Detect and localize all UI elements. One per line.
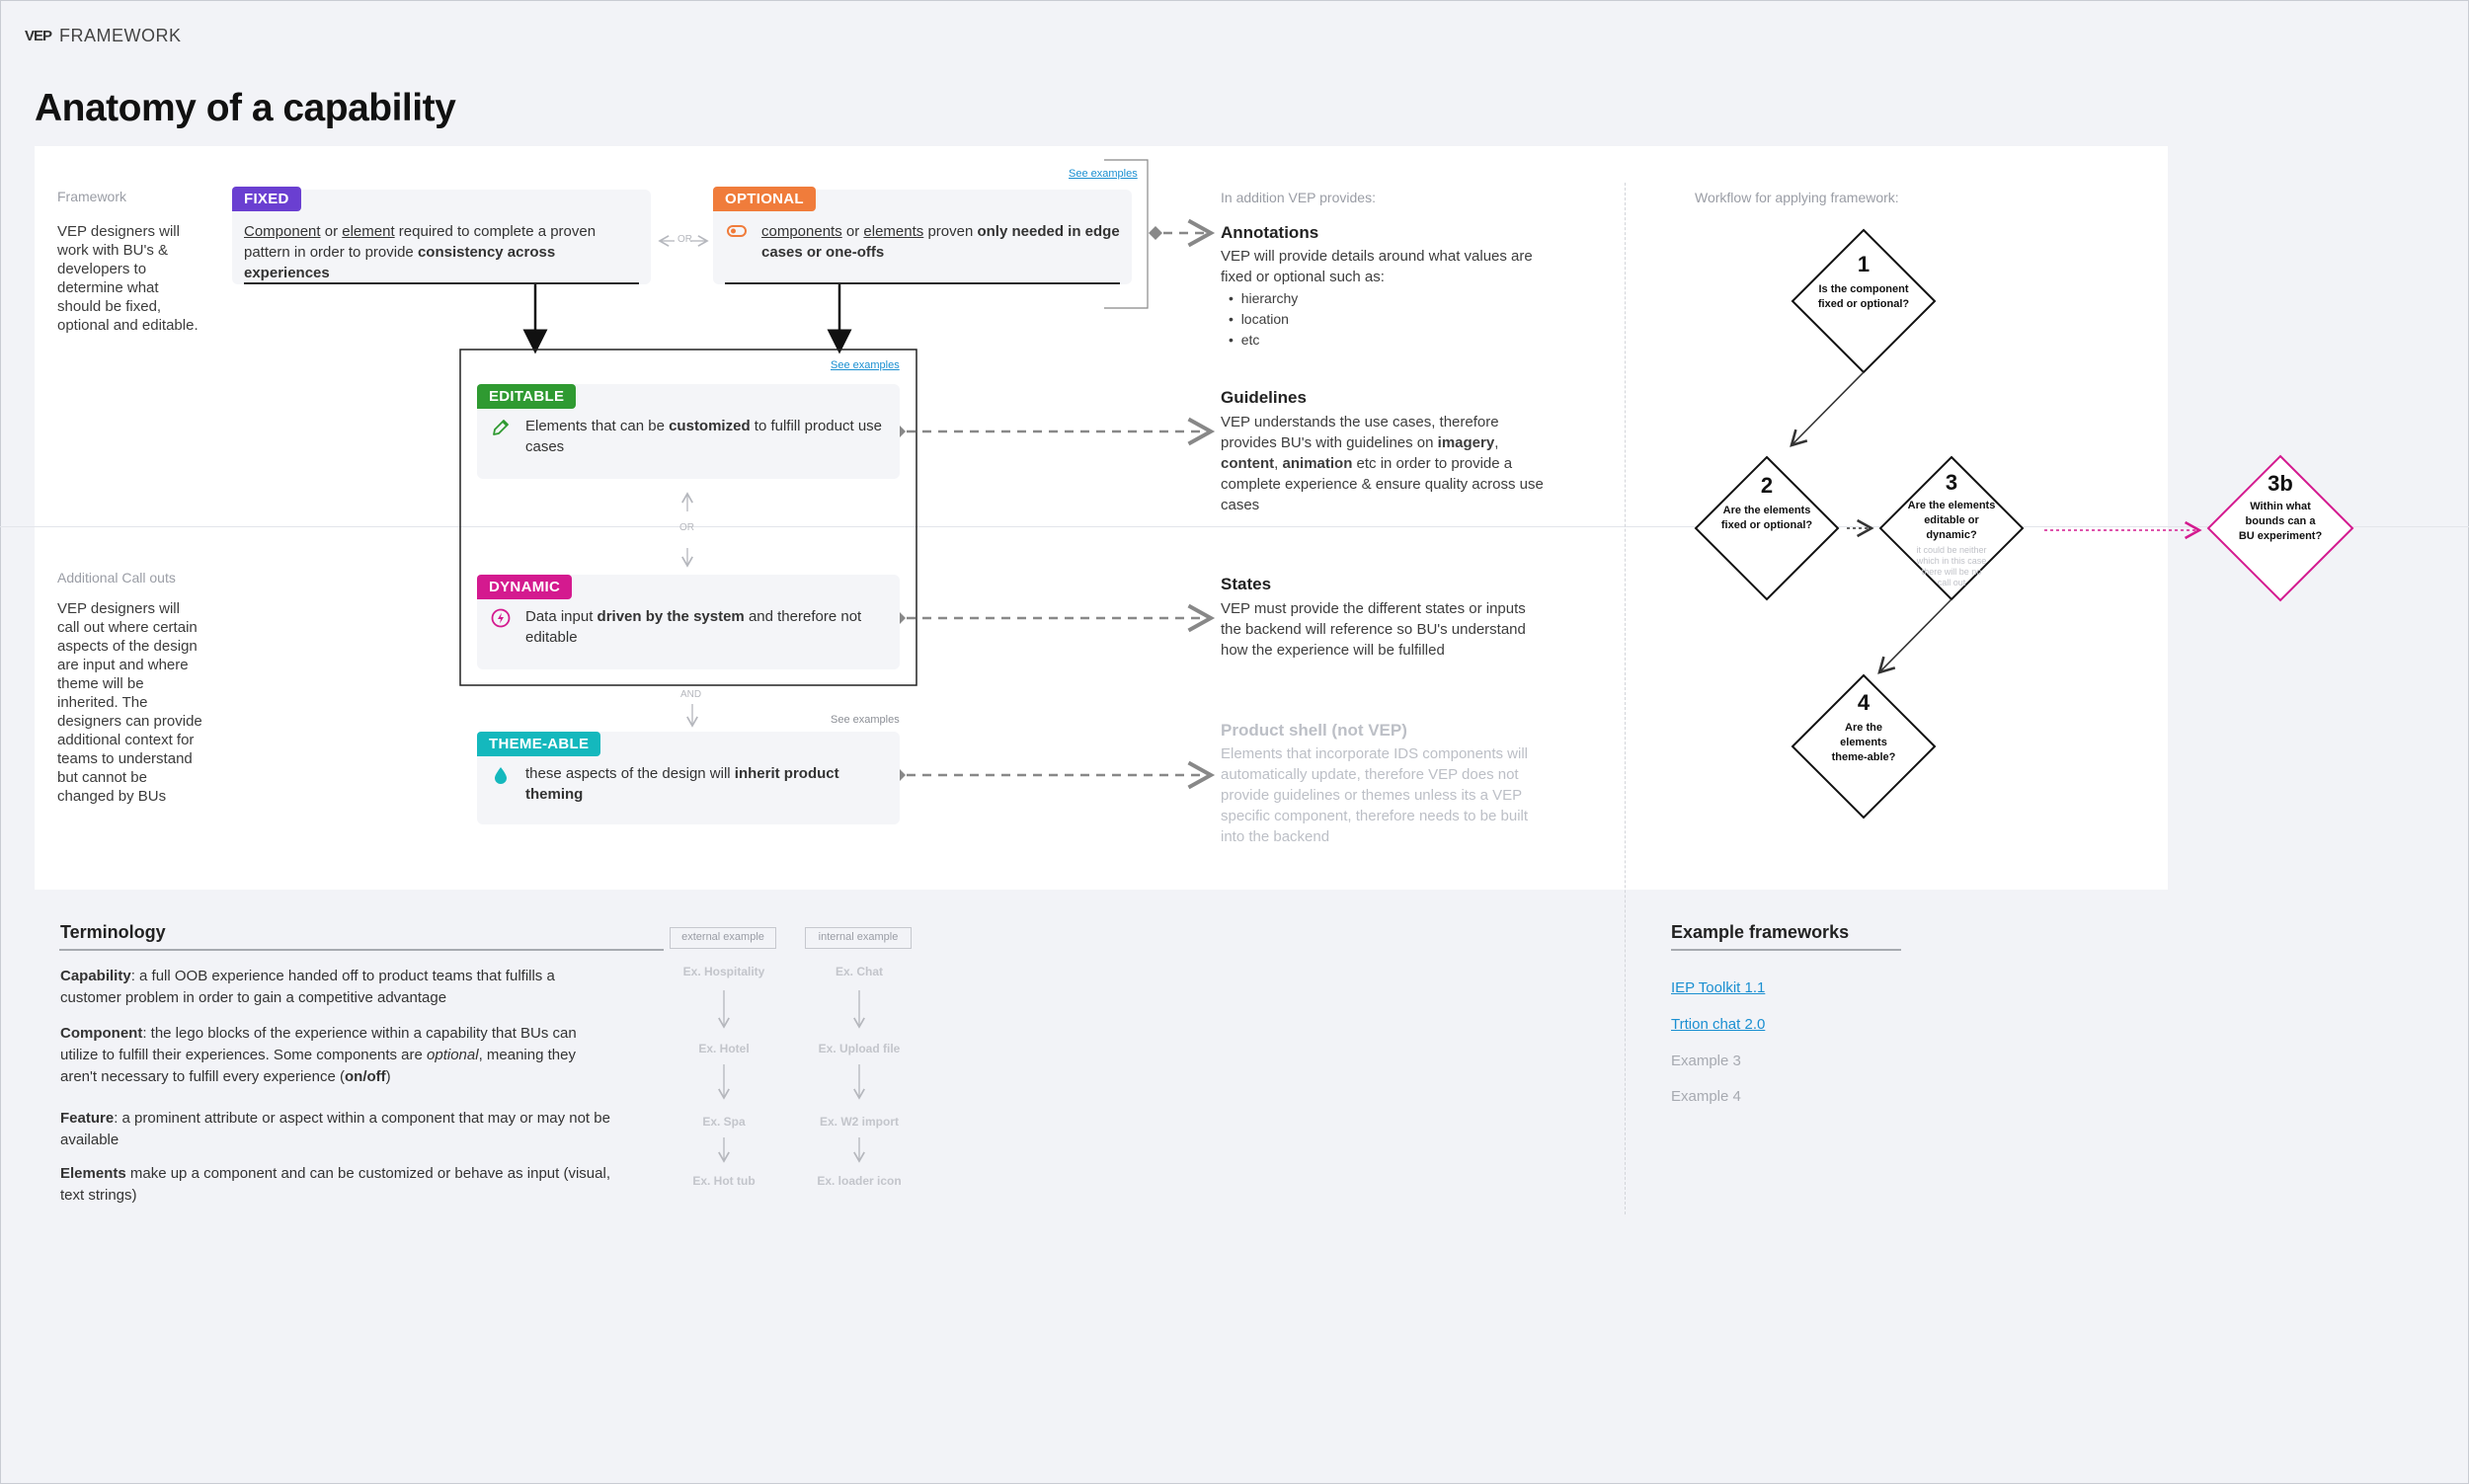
dynamic-card-text: Data input driven by the system and ther… [525, 608, 862, 646]
workflow-step-1: 1 Is the component fixed or optional? [1817, 252, 1910, 311]
workflow-step-3b: 3b Within what bounds can a BU experimen… [2238, 471, 2323, 543]
external-example-item: Ex. Hotel [698, 1042, 750, 1055]
internal-example-item: Ex. Chat [835, 965, 883, 978]
dynamic-tag: DYNAMIC [477, 575, 573, 599]
external-example-label: external example [670, 927, 776, 949]
lightning-icon [491, 608, 511, 628]
page-title: Anatomy of a capability [35, 87, 456, 129]
external-example-item: Ex. Hospitality [682, 965, 765, 978]
term-capability: Capability: a full OOB experience handed… [60, 968, 555, 1006]
themeable-tag: THEME-ABLE [477, 732, 601, 756]
internal-example-item: Ex. loader icon [817, 1174, 902, 1188]
internal-example-item: Ex. Upload file [818, 1042, 901, 1055]
annotations-item: • location [1229, 311, 1289, 327]
internal-example-item: Ex. W2 import [819, 1115, 899, 1129]
optional-card: components or elements proven only neede… [713, 190, 1132, 284]
shell-text: Elements that incorporate IDS components… [1221, 745, 1529, 845]
brand-logo: VEP [25, 28, 52, 44]
shell-title: Product shell (not VEP) [1221, 721, 1407, 740]
term-feature: Feature: a prominent attribute or aspect… [60, 1110, 610, 1148]
pencil-icon [491, 418, 511, 437]
or-vertical-label: OR [679, 522, 694, 533]
workflow-heading: Workflow for applying framework: [1695, 190, 1899, 205]
workflow-step-4: 4 Are the elements theme-able? [1831, 690, 1896, 764]
framework-text: VEP designers will work with BU's & deve… [57, 223, 199, 334]
guidelines-text: VEP understands the use cases, therefore… [1221, 414, 1544, 513]
toggle-icon [727, 221, 747, 241]
states-title: States [1221, 575, 1272, 593]
fixed-card-text: Component or element required to complet… [244, 223, 597, 281]
states-text: VEP must provide the different states or… [1221, 600, 1526, 659]
droplet-icon [491, 765, 511, 785]
example-link-trtion-chat[interactable]: Trtion chat 2.0 [1671, 1016, 1766, 1033]
optional-card-text: components or elements proven only neede… [761, 223, 1120, 261]
themeable-card-text: these aspects of the design will inherit… [525, 765, 839, 803]
framework-heading: Framework [57, 189, 127, 204]
brand: VEP FRAMEWORK [25, 26, 182, 46]
section-divider [0, 526, 2469, 527]
fixed-tag: FIXED [232, 187, 301, 211]
provides-heading: In addition VEP provides: [1221, 190, 1376, 205]
and-label: AND [680, 689, 702, 700]
editable-tag: EDITABLE [477, 384, 577, 409]
example-link-iep-toolkit[interactable]: IEP Toolkit 1.1 [1671, 979, 1766, 996]
external-example-item: Ex. Hot tub [692, 1174, 756, 1188]
callouts-text: VEP designers will call out where certai… [57, 600, 202, 805]
example-3: Example 3 [1671, 1053, 1741, 1069]
brand-label: FRAMEWORK [59, 26, 182, 45]
annotations-list: • hierarchy • location • etc [1229, 288, 1298, 351]
fixed-card: Component or element required to complet… [232, 190, 651, 284]
optional-see-examples-link[interactable]: See examples [1069, 168, 1138, 180]
annotations-item: • hierarchy [1229, 290, 1299, 306]
example-4: Example 4 [1671, 1088, 1741, 1105]
workflow-divider [1625, 183, 1626, 1214]
terminology-heading: Terminology [60, 922, 166, 942]
optional-tag: OPTIONAL [713, 187, 816, 211]
annotations-text: VEP will provide details around what val… [1221, 248, 1533, 285]
guidelines-title: Guidelines [1221, 388, 1307, 407]
internal-example-label: internal example [805, 927, 912, 949]
editable-card-text: Elements that can be customized to fulfi… [525, 418, 883, 455]
term-elements: Elements make up a component and can be … [60, 1165, 610, 1204]
external-example-item: Ex. Spa [702, 1115, 746, 1129]
annotations-title: Annotations [1221, 223, 1319, 242]
workflow-step-2: 2 Are the elements fixed or optional? [1720, 473, 1813, 532]
callouts-heading: Additional Call outs [57, 570, 176, 586]
term-component: Component: the lego blocks of the experi… [60, 1025, 577, 1085]
workflow-step-3: 3 Are the elements editable or dynamic? … [1907, 470, 1996, 588]
themeable-see-examples-link[interactable]: See examples [831, 714, 900, 726]
or-between-label: OR [677, 234, 692, 245]
editable-see-examples-link[interactable]: See examples [831, 359, 900, 371]
annotations-item: • etc [1229, 332, 1260, 348]
examples-heading: Example frameworks [1671, 922, 1850, 942]
